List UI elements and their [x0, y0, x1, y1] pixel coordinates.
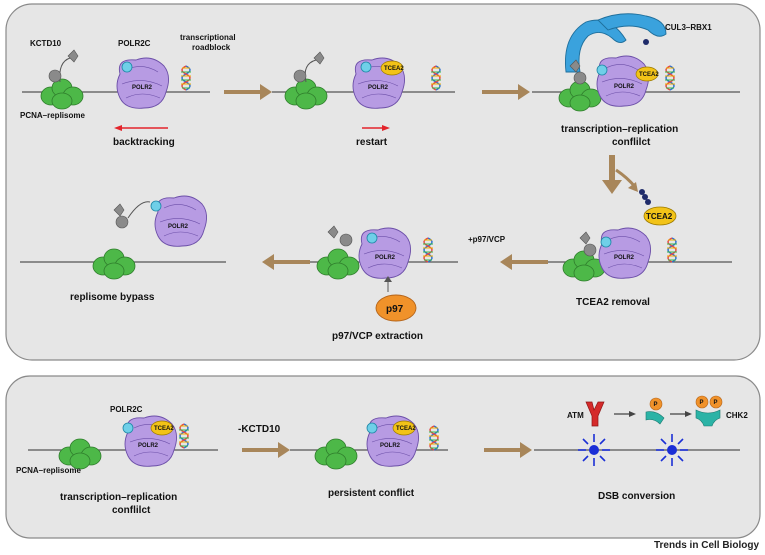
polr2c-ball	[122, 422, 134, 434]
polr2-label: POLR2	[375, 255, 396, 261]
scene-bottom-conflict: TCEA2 POLR2 POLR2C PCNA–replisome transc…	[16, 405, 190, 516]
polr2-label: POLR2	[368, 85, 389, 91]
minus-kctd10-label: -KCTD10	[238, 424, 281, 435]
polr2-label: POLR2	[380, 443, 401, 449]
polr2-complex	[596, 55, 650, 107]
scene-persistent-conflict: TCEA2 POLR2 persistent conflict	[314, 415, 440, 499]
conflict-label-1: transcription–replication	[561, 124, 678, 135]
tcea2-label: TCEA2	[384, 66, 404, 72]
journal-credit: Trends in Cell Biology	[653, 540, 759, 551]
scene-restart: TCEA2 POLR2 restart	[284, 51, 442, 148]
ubiquitin-icon	[645, 199, 651, 205]
p97-vcp-label: +p97/VCP	[468, 235, 506, 244]
chk2-monomer-icon	[645, 411, 665, 425]
scene-p97-extraction: POLR2 p97 p97/VCP extraction	[316, 225, 434, 342]
p97-extraction-label: p97/VCP extraction	[332, 331, 423, 342]
tcea2-shape	[150, 420, 174, 436]
polr2-complex	[154, 195, 208, 247]
dsb-icon	[656, 434, 688, 466]
polr2-label: POLR2	[132, 85, 153, 91]
polr2c-ball	[121, 61, 133, 73]
scene-replisome-bypass: POLR2 replisome bypass	[70, 195, 208, 303]
polr2-label: POLR2	[168, 224, 189, 230]
polr2c-ball	[366, 232, 378, 244]
tcea2-label: TCEA2	[396, 426, 416, 432]
polr2-label: POLR2	[614, 255, 635, 261]
tcea2-shape	[392, 420, 416, 436]
polr2c-ball	[366, 422, 378, 434]
flow-arrow-down	[602, 155, 638, 194]
restart-label: restart	[356, 137, 388, 148]
p-label: P	[700, 400, 704, 406]
persistent-conflict-label: persistent conflict	[328, 488, 415, 499]
tcea2-shape	[635, 66, 659, 82]
scene-dsb-conversion: ATM P P P CHK2 DSB conversion	[567, 395, 748, 502]
p-label: P	[714, 400, 718, 406]
polr2c-ball	[150, 200, 162, 212]
replisome-bypass-label: replisome bypass	[70, 292, 155, 303]
polr2c-label: POLR2C	[118, 39, 151, 48]
polr2c-ball	[596, 64, 608, 76]
conflict-label-2: conflilct	[612, 137, 651, 148]
tcea2-label: TCEA2	[646, 212, 673, 221]
scene-backtracking: KCTD10 POLR2C transcriptional roadblock …	[20, 33, 236, 148]
roadblock-label-2: roadblock	[192, 43, 231, 52]
tcea2-removal-label: TCEA2 removal	[576, 297, 650, 308]
p97-shape	[375, 294, 417, 322]
polr2c-label: POLR2C	[110, 405, 143, 414]
chk2-dimer-icon	[695, 409, 721, 427]
p-label: P	[654, 402, 658, 408]
p97-label: p97	[386, 304, 404, 315]
pcna-label: PCNA–replisome	[20, 111, 85, 120]
polr2-complex	[358, 227, 412, 279]
dsb-conversion-label: DSB conversion	[598, 491, 675, 502]
phospho-icon	[649, 397, 663, 411]
chk2-label: CHK2	[726, 411, 748, 420]
dsb-icon	[578, 434, 610, 466]
tcea2-removed	[643, 206, 677, 226]
cul3-label: CUL3–RBX1	[665, 23, 712, 32]
tcea2-label: TCEA2	[639, 72, 659, 78]
tcea2-shape	[380, 60, 404, 76]
rbx1-ball	[643, 39, 649, 45]
tcea2-label: TCEA2	[154, 426, 174, 432]
backtracking-label: backtracking	[113, 137, 175, 148]
polr2c-ball	[360, 61, 372, 73]
polr2-label: POLR2	[614, 84, 635, 90]
scene-conflict: CUL3–RBX1 TCEA2 POLR2 transcription–repl…	[558, 13, 712, 148]
polr2-label: POLR2	[138, 443, 159, 449]
conflict-label-1: transcription–replication	[60, 492, 177, 503]
polr2-complex	[598, 227, 652, 279]
atm-icon	[585, 401, 605, 427]
atm-label: ATM	[567, 411, 584, 420]
conflict-label-2: conflilct	[112, 505, 151, 516]
roadblock-label-1: transcriptional	[180, 33, 236, 42]
scene-tcea2-removal: TCEA2 POLR2 TCEA2 removal	[562, 189, 678, 308]
cul3-arc	[564, 19, 627, 73]
polr2c-ball	[600, 236, 612, 248]
kctd10-label: KCTD10	[30, 39, 62, 48]
pcna-label: PCNA–replisome	[16, 466, 81, 475]
